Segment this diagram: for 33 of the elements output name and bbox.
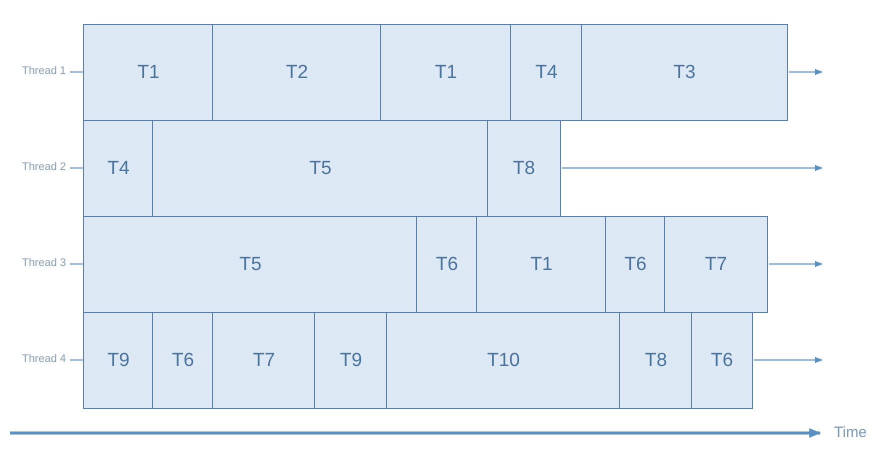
thread-label: Thread 1 (22, 64, 66, 78)
connector-line (70, 263, 83, 265)
task-block: T6 (605, 216, 666, 313)
task-block: T10 (386, 312, 621, 409)
task-block: T4 (83, 120, 154, 217)
task-block: T9 (314, 312, 388, 409)
arrow (769, 260, 823, 268)
task-block: T2 (212, 24, 382, 121)
task-block: T1 (83, 24, 214, 121)
task-block: T1 (476, 216, 607, 313)
thread-label: Thread 3 (22, 256, 66, 270)
task-block: T7 (212, 312, 316, 409)
connector-line (70, 167, 83, 169)
task-block: T6 (416, 216, 478, 313)
thread-label: Thread 4 (22, 352, 66, 366)
connector-line (70, 359, 83, 361)
thread-label: Thread 2 (22, 160, 66, 174)
axis-label: Time (834, 424, 867, 441)
task-block: T1 (380, 24, 512, 121)
arrow (789, 68, 823, 76)
task-block: T8 (619, 312, 693, 409)
task-block: T9 (83, 312, 154, 409)
task-block: T5 (83, 216, 418, 313)
task-block: T6 (152, 312, 214, 409)
task-block: T7 (664, 216, 768, 313)
task-block: T4 (510, 24, 583, 121)
task-block: T8 (487, 120, 561, 217)
task-block: T3 (581, 24, 788, 121)
task-block: T5 (152, 120, 489, 217)
arrow (754, 356, 823, 364)
arrow (562, 164, 823, 172)
connector-line (70, 71, 83, 73)
task-block: T6 (691, 312, 753, 409)
